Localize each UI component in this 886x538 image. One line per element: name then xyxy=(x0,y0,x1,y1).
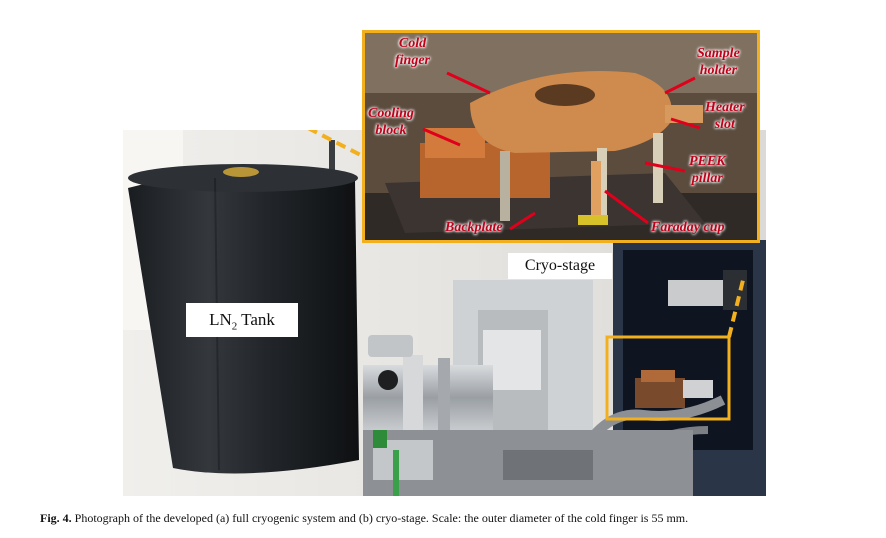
caption-figure-number: Fig. 4. xyxy=(40,511,72,525)
label-faraday-cup: Faraday cup xyxy=(651,220,725,235)
label-cooling-block: Cooling block xyxy=(368,105,414,139)
label-ln2-tank-main: LN xyxy=(209,310,232,329)
label-peek-pillar: PEEK pillar xyxy=(689,153,726,187)
label-cooling-block-line2: block xyxy=(375,123,407,138)
label-cold-finger-line2: finger xyxy=(395,53,430,68)
inset-illustration xyxy=(365,33,757,240)
label-heater-slot: Heater slot xyxy=(705,99,745,133)
label-cooling-block-line1: Cooling xyxy=(368,106,414,121)
label-sample-holder: Sample holder xyxy=(697,45,740,79)
label-heater-slot-line2: slot xyxy=(714,117,735,132)
label-peek-pillar-line2: pillar xyxy=(691,171,723,186)
cryo-stage-inset: Cold finger Sample holder Cooling block … xyxy=(362,30,760,243)
label-ln2-tank-subscript: 2 xyxy=(231,320,238,333)
label-cold-finger-line1: Cold xyxy=(398,36,427,51)
label-peek-pillar-line1: PEEK xyxy=(689,154,726,169)
label-sample-holder-line2: holder xyxy=(699,63,738,78)
label-ln2-tank: LN2 Tank xyxy=(186,303,298,337)
label-sample-holder-line1: Sample xyxy=(697,46,740,61)
label-ln2-tank-rest: Tank xyxy=(237,310,275,329)
label-cryo-stage: Cryo-stage xyxy=(508,253,612,279)
label-heater-slot-line1: Heater xyxy=(705,100,745,115)
label-backplate: Backplate xyxy=(445,220,503,235)
label-cold-finger: Cold finger xyxy=(395,35,430,69)
caption-text: Photograph of the developed (a) full cry… xyxy=(71,511,689,525)
figure-caption: Fig. 4. Photograph of the developed (a) … xyxy=(40,509,880,527)
